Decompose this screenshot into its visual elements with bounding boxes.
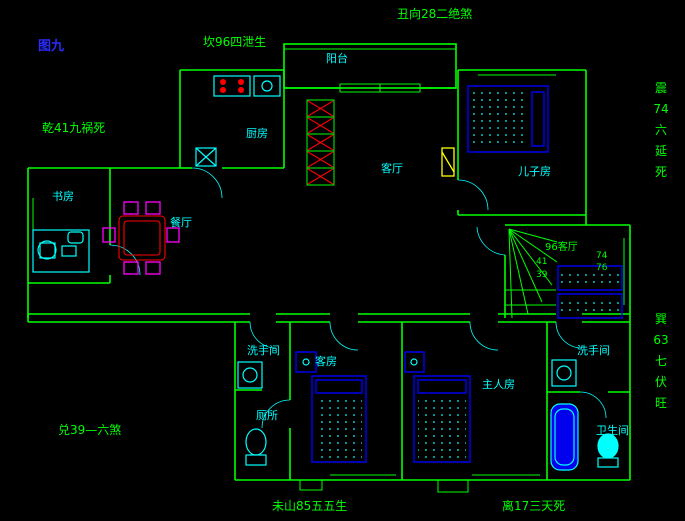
toilet-right: [597, 433, 619, 468]
room-label-bath-right: 洗手间: [577, 344, 610, 357]
sofa: [306, 99, 335, 186]
annotation-xun-line: 七: [654, 354, 667, 368]
tv: [441, 147, 455, 177]
bathtub: [550, 403, 579, 471]
room-label-study: 书房: [52, 190, 74, 203]
room-label-master-room: 主人房: [482, 378, 515, 391]
room-label-dining: 餐厅: [170, 216, 192, 229]
master-room-bed: [404, 351, 471, 463]
annotation-xun-line: 巽: [654, 312, 667, 326]
guest-room-bed: [295, 351, 367, 463]
annotation-qian: 乾41九祸死: [42, 121, 106, 135]
stair-area-label: 96客厅: [545, 242, 578, 253]
figure-number-label: 图九: [38, 39, 65, 54]
door-arcs: [109, 167, 607, 429]
room-label-living: 客厅: [381, 162, 403, 175]
toilet-left: [245, 428, 267, 466]
annotation-xun-line: 旺: [654, 396, 667, 410]
stair-room-beds: [557, 265, 623, 319]
room-label-toilet: 厕所: [256, 409, 278, 422]
annotation-zhen-column: 震 74 六 延 死: [648, 82, 674, 178]
annotation-chou-direction: 丑向28二绝煞: [397, 7, 473, 21]
son-room-bed: [467, 85, 549, 153]
stair-number-74: 74: [596, 251, 608, 261]
annotation-li: 离17三天死: [502, 499, 566, 513]
room-label-guest-room: 客房: [315, 355, 337, 368]
annotation-zhen-line: 震: [654, 81, 667, 95]
kitchen-stove: [213, 75, 251, 97]
study-desk: [32, 229, 90, 273]
annotation-zhen-line: 六: [654, 123, 667, 137]
sink-left: [237, 361, 263, 389]
staircase: [505, 228, 558, 319]
room-label-bathroom-br: 卫生间: [596, 424, 629, 437]
annotation-kan: 坎96四泄生: [203, 35, 267, 49]
sink-right: [551, 359, 577, 387]
annotation-zhen-line: 延: [654, 144, 667, 158]
annotation-zhen-line: 死: [654, 165, 667, 179]
annotation-dui: 兑39—六煞: [58, 423, 122, 437]
dining-table: [118, 215, 166, 261]
room-label-son-room: 儿子房: [518, 165, 551, 178]
kitchen-fridge: [195, 147, 217, 167]
room-label-kitchen: 厨房: [246, 127, 268, 140]
annotation-zhen-line: 74: [653, 102, 669, 116]
annotation-xun-column: 巽 63 七 伏 旺: [648, 313, 674, 409]
stair-number-41: 41: [536, 257, 548, 267]
room-label-balcony: 阳台: [326, 52, 348, 65]
room-label-bath-left: 洗手间: [247, 344, 280, 357]
walls: [27, 43, 631, 493]
annotation-xun-line: 伏: [654, 375, 667, 389]
stair-number-76: 76: [596, 263, 608, 273]
annotation-xun-line: 63: [653, 333, 669, 347]
annotation-wei: 未山85五五生: [272, 499, 348, 513]
dining-chairs: [102, 201, 180, 275]
kitchen-sink: [253, 75, 281, 97]
stair-number-39: 39: [536, 270, 548, 280]
